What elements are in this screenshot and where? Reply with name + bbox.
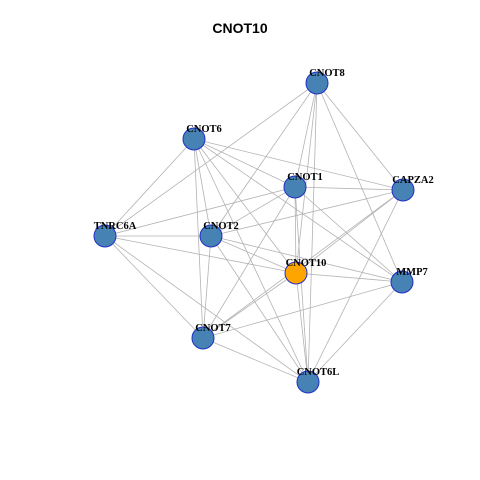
edge-cnot6-cnot10 bbox=[193, 138, 297, 274]
edge-cnot7-cnot6l bbox=[202, 337, 309, 383]
edge-tnrc6a-cnot10 bbox=[104, 235, 297, 274]
edge-cnot2-cnot10 bbox=[210, 235, 297, 274]
node-label: CAPZA2 bbox=[392, 175, 433, 186]
node-capza2[interactable]: CAPZA2 bbox=[391, 175, 434, 202]
edge-capza2-cnot10 bbox=[295, 189, 404, 274]
node-label: CNOT10 bbox=[286, 258, 327, 269]
edge-capza2-cnot6l bbox=[307, 189, 404, 383]
node-label: CNOT7 bbox=[195, 323, 231, 334]
node-cnot2[interactable]: CNOT2 bbox=[199, 221, 239, 248]
node-mmp7[interactable]: MMP7 bbox=[390, 267, 428, 294]
edge-cnot6-cnot6l bbox=[193, 138, 309, 383]
node-tnrc6a[interactable]: TNRC6A bbox=[93, 221, 137, 248]
node-cnot1[interactable]: CNOT1 bbox=[283, 172, 323, 199]
edge-cnot6-cnot2 bbox=[193, 138, 212, 237]
node-circle bbox=[391, 178, 415, 202]
edge-cnot8-mmp7 bbox=[316, 82, 403, 283]
node-label: MMP7 bbox=[396, 267, 428, 278]
edge-cnot1-mmp7 bbox=[294, 186, 403, 283]
edge-cnot10-cnot6l bbox=[295, 272, 309, 383]
edge-cnot1-cnot7 bbox=[202, 186, 296, 339]
node-label: CNOT2 bbox=[203, 221, 239, 232]
node-circle bbox=[305, 71, 329, 95]
node-circle bbox=[182, 127, 206, 151]
edge-cnot6-mmp7 bbox=[193, 138, 403, 283]
edge-cnot2-mmp7 bbox=[210, 235, 403, 283]
node-cnot6[interactable]: CNOT6 bbox=[182, 124, 222, 151]
node-circle bbox=[191, 326, 215, 350]
node-label: TNRC6A bbox=[94, 221, 137, 232]
node-circle bbox=[284, 261, 308, 285]
edge-cnot2-cnot6l bbox=[210, 235, 309, 383]
edge-tnrc6a-cnot7 bbox=[104, 235, 204, 339]
node-circle bbox=[283, 175, 307, 199]
edge-cnot1-capza2 bbox=[294, 186, 404, 191]
edge-cnot6-capza2 bbox=[193, 138, 404, 191]
edge-cnot8-cnot10 bbox=[295, 82, 318, 274]
node-cnot10[interactable]: CNOT10 bbox=[284, 258, 327, 285]
node-circle bbox=[93, 224, 117, 248]
edge-cnot8-tnrc6a bbox=[104, 82, 318, 237]
edge-tnrc6a-cnot6l bbox=[104, 235, 309, 383]
node-label: CNOT6L bbox=[297, 367, 340, 378]
edge-cnot6-tnrc6a bbox=[104, 138, 195, 237]
edge-cnot2-cnot7 bbox=[202, 235, 212, 339]
edge-cnot10-cnot7 bbox=[202, 272, 297, 339]
edge-cnot1-cnot2 bbox=[210, 186, 296, 237]
node-label: CNOT1 bbox=[287, 172, 323, 183]
edge-cnot6-cnot1 bbox=[193, 138, 296, 188]
edge-cnot1-cnot6l bbox=[294, 186, 309, 383]
edge-mmp7-cnot7 bbox=[202, 281, 403, 339]
node-label: CNOT8 bbox=[309, 68, 345, 79]
node-circle bbox=[199, 224, 223, 248]
edge-cnot10-mmp7 bbox=[295, 272, 403, 283]
edge-capza2-cnot2 bbox=[210, 189, 404, 237]
node-cnot7[interactable]: CNOT7 bbox=[191, 323, 231, 350]
edges-layer bbox=[104, 82, 404, 383]
chart-title: CNOT10 bbox=[212, 20, 268, 36]
edge-cnot8-cnot1 bbox=[294, 82, 318, 188]
edge-cnot8-cnot6l bbox=[307, 82, 318, 383]
node-cnot8[interactable]: CNOT8 bbox=[305, 68, 345, 95]
node-circle bbox=[390, 270, 414, 294]
node-label: CNOT6 bbox=[186, 124, 222, 135]
edge-cnot1-cnot10 bbox=[294, 186, 297, 274]
edge-cnot1-tnrc6a bbox=[104, 186, 296, 237]
edge-cnot8-capza2 bbox=[316, 82, 404, 191]
node-circle bbox=[296, 370, 320, 394]
node-cnot6l[interactable]: CNOT6L bbox=[296, 367, 340, 394]
edge-mmp7-cnot6l bbox=[307, 281, 403, 383]
edge-cnot6-cnot7 bbox=[193, 138, 204, 339]
edge-cnot8-cnot2 bbox=[210, 82, 318, 237]
